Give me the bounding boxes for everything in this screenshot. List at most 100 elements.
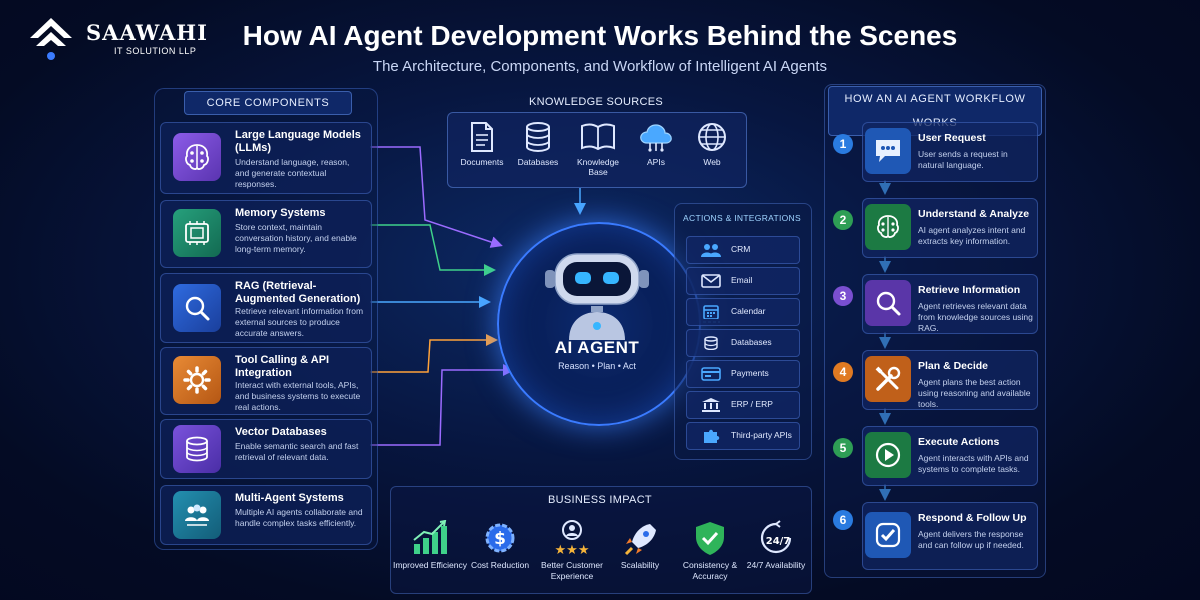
workflow-step-6: Respond & Follow Up Agent delivers the r…	[862, 502, 1038, 570]
card-icon	[701, 367, 721, 381]
rocket-icon	[624, 524, 656, 556]
workflow-step-title: Execute Actions	[918, 436, 1000, 448]
knowledge-label: Web	[703, 157, 721, 167]
workflow-step-number: 3	[833, 286, 853, 306]
workflow-step-desc: Agent retrieves relevant data from knowl…	[918, 301, 1033, 333]
workflow-step-5: Execute Actions Agent interacts with API…	[862, 426, 1038, 486]
workflow-step-title: Plan & Decide	[918, 360, 989, 372]
workflow-step-title: User Request	[918, 132, 986, 144]
impact-customer-experience: ★★★ Better Customer Experience	[534, 520, 610, 582]
component-vector-db: Vector Databases Enable semantic search …	[160, 419, 372, 479]
knowledge-item-documents: Documents	[454, 121, 510, 167]
component-title: Memory Systems	[235, 207, 326, 219]
component-rag: RAG (Retrieval-Augmented Generation) Ret…	[160, 273, 372, 343]
shield-check-icon	[696, 522, 724, 555]
actions-heading: ACTIONS & INTEGRATIONS	[683, 213, 801, 223]
knowledge-label: APIs	[647, 157, 665, 167]
component-desc: Interact with external tools, APIs, and …	[235, 380, 361, 412]
workflow-step-number: 1	[833, 134, 853, 154]
brain-circuit-icon	[173, 133, 221, 181]
action-label: Calendar	[731, 306, 766, 316]
calendar-icon	[703, 305, 719, 319]
workflow-step-title: Understand & Analyze	[918, 208, 1030, 220]
brand-logo: SAAWAHI IT SOLUTION LLP	[28, 14, 218, 62]
component-desc: Enable semantic search and fast retrieva…	[235, 441, 359, 462]
knowledge-sources-heading: KNOWLEDGE SOURCES	[528, 96, 664, 108]
business-impact-heading: BUSINESS IMPACT	[548, 494, 652, 506]
action-crm: CRM	[686, 236, 800, 264]
knowledge-label: Databases	[517, 157, 559, 167]
component-desc: Store context, maintain conversation his…	[235, 222, 357, 254]
component-title: RAG (Retrieval-Augmented Generation)	[235, 280, 361, 305]
envelope-icon	[701, 274, 721, 288]
ai-agent-title: AI AGENT	[554, 338, 640, 357]
core-components-heading: CORE COMPONENTS	[184, 91, 352, 115]
page-subtitle: The Architecture, Components, and Workfl…	[372, 58, 828, 75]
impact-label: Cost Reduction	[470, 560, 530, 570]
knowledge-item-apis: APIs	[628, 121, 684, 167]
impact-label: Consistency & Accuracy	[682, 560, 738, 581]
component-memory: Memory Systems Store context, maintain c…	[160, 200, 372, 268]
workflow-step-4: Plan & Decide Agent plans the best actio…	[862, 350, 1038, 410]
line-llm	[370, 146, 503, 248]
dollar-gear-icon: $	[485, 523, 515, 553]
puzzle-icon	[704, 429, 720, 443]
brand-name: SAAWAHI	[86, 20, 208, 45]
brand-mark-icon	[30, 18, 72, 60]
ai-agent-subtitle: Reason • Plan • Act	[558, 361, 636, 371]
workflow-step-desc: Agent delivers the response and can foll…	[918, 529, 1024, 550]
action-third-party-apis: Third-party APIs	[686, 422, 800, 450]
customer-stars-icon: ★★★	[555, 520, 590, 556]
action-label: Payments	[731, 368, 769, 378]
page-title: How AI Agent Development Works Behind th…	[242, 20, 958, 51]
play-icon	[865, 432, 911, 478]
action-label: ERP / ERP	[731, 399, 773, 409]
workflow-step-desc: User sends a request in natural language…	[918, 149, 1008, 170]
component-multi-agent: Multi-Agent Systems Multiple AI agents c…	[160, 485, 372, 545]
component-title: Large Language Models (LLMs)	[235, 129, 361, 154]
workflow-step-desc: AI agent analyzes intent and extracts ke…	[918, 225, 1026, 246]
book-icon	[581, 123, 615, 151]
component-title: Tool Calling & API Integration	[235, 354, 330, 379]
knowledge-sources-box: Documents Databases Knowledge Base APIs …	[447, 112, 747, 188]
document-icon	[471, 122, 493, 152]
workflow-step-3: Retrieve Information Agent retrieves rel…	[862, 274, 1038, 334]
growth-chart-icon	[413, 520, 447, 554]
component-tool-calling: Tool Calling & API Integration Interact …	[160, 347, 372, 415]
line-vector	[370, 364, 515, 446]
workflow-step-desc: Agent plans the best action using reason…	[918, 377, 1031, 409]
action-label: Email	[731, 275, 753, 285]
chat-bubble-icon	[865, 128, 911, 174]
action-payments: Payments	[686, 360, 800, 388]
tools-icon	[865, 356, 911, 402]
workflow-step-2: Understand & Analyze AI agent analyzes i…	[862, 198, 1038, 258]
brain-icon	[865, 204, 911, 250]
clock-24-badge: 24/7	[766, 536, 791, 547]
action-databases: Databases	[686, 329, 800, 357]
svg-text:$: $	[494, 529, 506, 549]
workflow-step-number: 2	[833, 210, 853, 230]
impact-cost-reduction: $ Cost Reduction	[462, 520, 538, 571]
check-icon	[865, 512, 911, 558]
gear-icon	[173, 356, 221, 404]
component-title: Vector Databases	[235, 426, 327, 438]
component-desc: Understand language, reason, and generat…	[235, 157, 350, 189]
knowledge-item-databases: Databases	[510, 121, 566, 167]
impact-label: 24/7 Availability	[746, 560, 806, 570]
impact-scalability: Scalability	[602, 520, 678, 571]
component-desc: Multiple AI agents collaborate and handl…	[235, 507, 363, 528]
brand-subtitle: IT SOLUTION LLP	[114, 46, 197, 56]
component-desc: Retrieve relevant information from exter…	[235, 306, 364, 338]
svg-text:★★★: ★★★	[555, 543, 590, 556]
line-memory	[370, 224, 496, 276]
database-icon	[526, 122, 550, 153]
search-icon	[173, 284, 221, 332]
impact-label: Better Customer Experience	[541, 560, 603, 581]
database-icon	[173, 425, 221, 473]
database-icon	[704, 336, 718, 350]
search-icon	[865, 280, 911, 326]
impact-label: Scalability	[620, 560, 660, 570]
workflow-step-number: 6	[833, 510, 853, 530]
workflow-step-number: 4	[833, 362, 853, 382]
